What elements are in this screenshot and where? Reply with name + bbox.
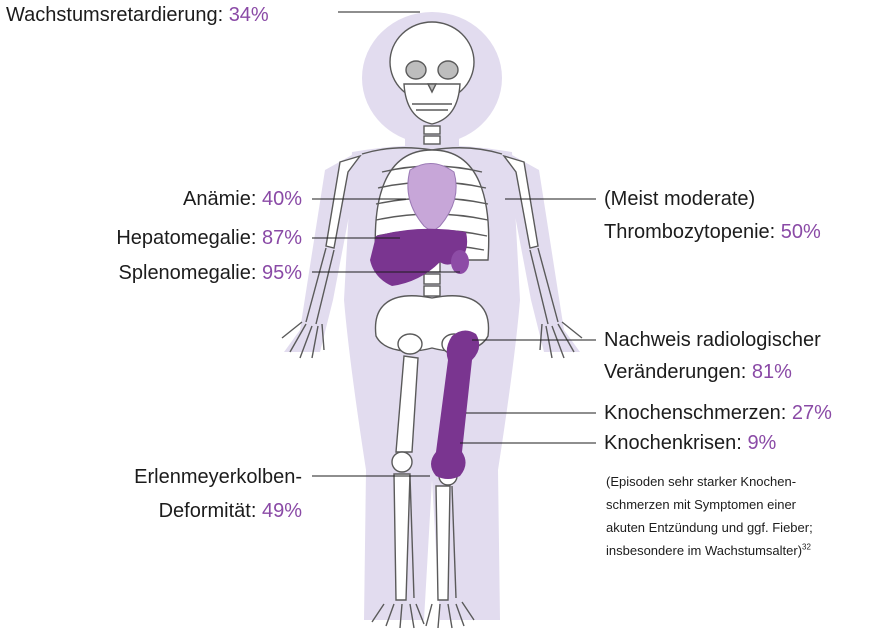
label-bone-crisis: Knochenkrisen: 9% (604, 430, 776, 456)
label-thrombocytopenia-line1: (Meist moderate) (604, 186, 755, 212)
label-percent: 9% (747, 432, 776, 454)
label-text: Splenomegalie: (119, 262, 257, 284)
label-percent: 50% (781, 221, 821, 243)
label-percent: 40% (262, 188, 302, 210)
label-text: Erlenmeyerkolben- (134, 466, 302, 488)
label-erlenmeyer-line1: Erlenmeyerkolben- (134, 464, 302, 490)
label-text: Hepatomegalie: (116, 227, 256, 249)
label-text: Deformität: (159, 500, 257, 522)
footnote-line: akuten Entzündung und ggf. Fieber; (606, 516, 813, 539)
label-percent: 34% (229, 4, 269, 26)
label-growth-retardation: Wachstumsretardierung: 34% (6, 2, 269, 28)
label-text: Anämie: (183, 188, 256, 210)
label-text: Knochenkrisen: (604, 432, 742, 454)
label-text: Nachweis radiologischer (604, 329, 821, 351)
label-bone-pain: Knochenschmerzen: 27% (604, 400, 832, 426)
label-radiology-line2: Veränderungen: 81% (604, 359, 792, 385)
label-text: Thrombozytopenie: (604, 221, 775, 243)
label-percent: 95% (262, 262, 302, 284)
footnote-line: schmerzen mit Symptomen einer (606, 493, 813, 516)
label-thrombocytopenia-line2: Thrombozytopenie: 50% (604, 219, 821, 245)
label-percent: 81% (752, 361, 792, 383)
spleen-shape (451, 250, 469, 274)
label-percent: 27% (792, 402, 832, 424)
footnote-reference: 32 (802, 543, 811, 552)
label-text: Wachstumsretardierung: (6, 4, 223, 26)
label-splenomegaly: Splenomegalie: 95% (119, 260, 302, 286)
label-erlenmeyer-line2: Deformität: 49% (159, 498, 302, 524)
footnote-line: (Episoden sehr starker Knochen- (606, 470, 813, 493)
footnote-line: insbesondere im Wachstumsalter) (606, 543, 802, 558)
footnote-bone-crisis: (Episoden sehr starker Knochen- schmerze… (606, 470, 813, 562)
label-percent: 87% (262, 227, 302, 249)
label-hepatomegaly: Hepatomegalie: 87% (116, 225, 302, 251)
label-text: Veränderungen: (604, 361, 746, 383)
label-radiology-line1: Nachweis radiologischer (604, 327, 821, 353)
footnote-line-last: insbesondere im Wachstumsalter)32 (606, 539, 813, 562)
label-anemia: Anämie: 40% (183, 186, 302, 212)
skeleton-bones (282, 22, 582, 628)
label-text: (Meist moderate) (604, 188, 755, 210)
label-percent: 49% (262, 500, 302, 522)
label-text: Knochenschmerzen: (604, 402, 786, 424)
